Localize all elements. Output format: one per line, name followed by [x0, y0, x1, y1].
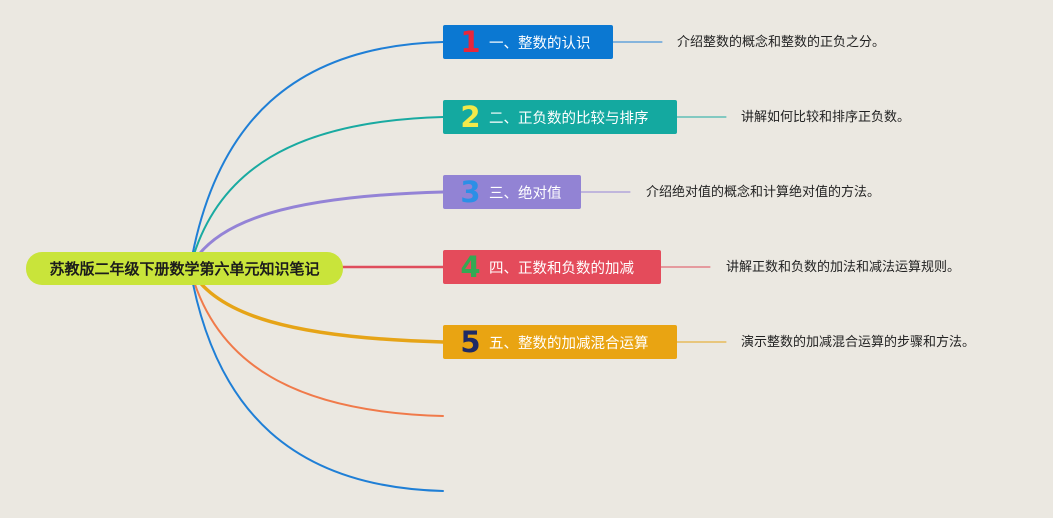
branch-description-5[interactable]: 演示整数的加减混合运算的步骤和方法。 [741, 335, 976, 350]
extra-link-2 [189, 267, 444, 492]
branch-link-3 [188, 190, 445, 270]
branch-topic-5[interactable]: 5 五、整数的加减混合运算 [443, 325, 677, 359]
branch-number-3: 3 [460, 175, 481, 209]
branch-number-2: 2 [460, 100, 481, 134]
branch-title-2: 二、正负数的比较与排序 [489, 110, 649, 127]
branch-title-4: 四、正数和负数的加减 [489, 260, 634, 277]
branch-title-5: 五、整数的加减混合运算 [489, 335, 649, 352]
branch-link-2 [189, 116, 444, 269]
branch-topic-2[interactable]: 2 二、正负数的比较与排序 [443, 100, 677, 134]
branch-link-5 [188, 266, 445, 344]
root-topic[interactable]: 苏教版二年级下册数学第六单元知识笔记 [26, 252, 343, 285]
branch-link-1 [189, 41, 444, 269]
branch-number-4: 4 [460, 250, 481, 284]
extra-link-1 [189, 267, 444, 417]
root-topic-label: 苏教版二年级下册数学第六单元知识笔记 [49, 260, 320, 278]
branch-description-3[interactable]: 介绍绝对值的概念和计算绝对值的方法。 [646, 185, 881, 200]
branch-title-1: 一、整数的认识 [489, 35, 591, 52]
branch-topic-1[interactable]: 1 一、整数的认识 [443, 25, 613, 59]
branch-description-4[interactable]: 讲解正数和负数的加法和减法运算规则。 [726, 260, 961, 275]
branch-title-3: 三、绝对值 [489, 185, 562, 202]
branch-topic-4[interactable]: 4 四、正数和负数的加减 [443, 250, 661, 284]
branch-description-1[interactable]: 介绍整数的概念和整数的正负之分。 [677, 35, 886, 50]
branch-number-5: 5 [460, 325, 481, 359]
branch-description-2[interactable]: 讲解如何比较和排序正负数。 [741, 110, 911, 125]
branch-number-1: 1 [460, 25, 481, 59]
branch-topic-3[interactable]: 3 三、绝对值 [443, 175, 581, 209]
